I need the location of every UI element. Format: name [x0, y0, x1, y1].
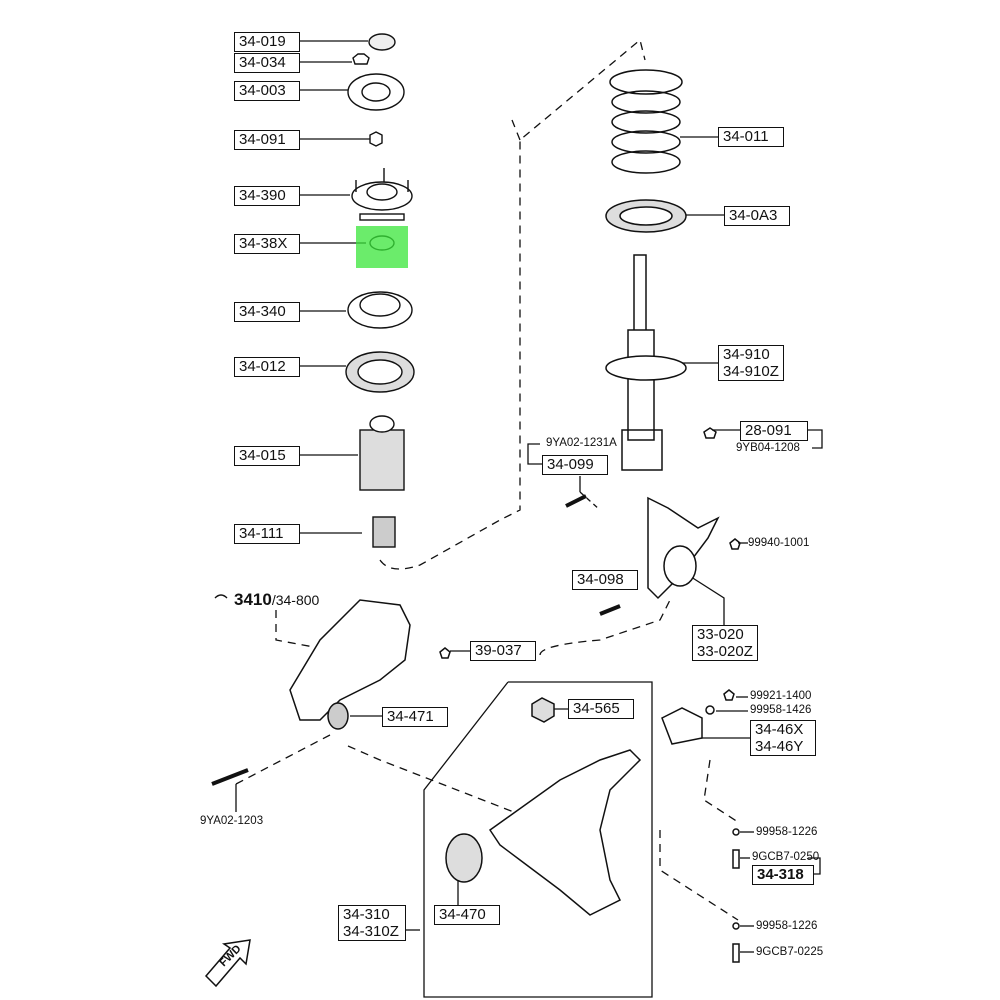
label-9GCB7-0225[interactable]: 9GCB7-0225	[756, 946, 824, 958]
label-3410: 3410	[234, 590, 272, 609]
label-34-910Z: 34-910Z	[723, 363, 779, 380]
label-34-470[interactable]: 34-470	[434, 905, 500, 925]
label-28-091[interactable]: 28-091	[740, 421, 808, 441]
label-34-390[interactable]: 34-390	[234, 186, 300, 206]
label-34-310-group[interactable]: 34-310 34-310Z	[338, 905, 406, 941]
label-34-012[interactable]: 34-012	[234, 357, 300, 377]
label-34-318[interactable]: 34-318	[752, 865, 814, 885]
label-99958-1226-b[interactable]: 99958-1226	[756, 920, 818, 932]
label-34-800: /34-800	[271, 592, 320, 608]
label-34-46Y: 34-46Y	[755, 738, 804, 755]
label-3410-34-800[interactable]: 3410/34-800	[234, 590, 319, 610]
label-34-098[interactable]: 34-098	[572, 570, 638, 590]
label-34-015[interactable]: 34-015	[234, 446, 300, 466]
label-9YB04-1208[interactable]: 9YB04-1208	[736, 442, 800, 454]
label-34-565[interactable]: 34-565	[568, 699, 634, 719]
label-33-020Z: 33-020Z	[697, 643, 753, 660]
label-34-034[interactable]: 34-034	[234, 53, 300, 73]
label-39-037[interactable]: 39-037	[470, 641, 536, 661]
label-34-003[interactable]: 34-003	[234, 81, 300, 101]
label-33-020-group[interactable]: 33-020 33-020Z	[692, 625, 758, 661]
label-9YA02-1203[interactable]: 9YA02-1203	[200, 815, 264, 827]
label-99958-1226-a[interactable]: 99958-1226	[756, 826, 818, 838]
label-34-910: 34-910	[723, 346, 770, 363]
label-34-310Z: 34-310Z	[343, 923, 399, 940]
highlight-34-38X	[356, 226, 408, 268]
label-34-111[interactable]: 34-111	[234, 524, 300, 544]
label-99940-1001[interactable]: 99940-1001	[748, 537, 810, 549]
label-99958-1426[interactable]: 99958-1426	[750, 704, 812, 716]
label-34-46X-group[interactable]: 34-46X 34-46Y	[750, 720, 816, 756]
label-34-0A3[interactable]: 34-0A3	[724, 206, 790, 226]
label-33-020: 33-020	[697, 626, 744, 643]
label-34-019[interactable]: 34-019	[234, 32, 300, 52]
label-99921-1400[interactable]: 99921-1400	[750, 690, 812, 702]
label-9YA02-1231A[interactable]: 9YA02-1231A	[546, 437, 617, 449]
label-34-091[interactable]: 34-091	[234, 130, 300, 150]
label-34-310: 34-310	[343, 906, 390, 923]
label-9GCB7-0250[interactable]: 9GCB7-0250	[752, 851, 820, 863]
label-34-340[interactable]: 34-340	[234, 302, 300, 322]
label-34-46X: 34-46X	[755, 721, 804, 738]
label-34-099[interactable]: 34-099	[542, 455, 608, 475]
label-34-471[interactable]: 34-471	[382, 707, 448, 727]
label-34-910-group[interactable]: 34-910 34-910Z	[718, 345, 784, 381]
label-34-38X[interactable]: 34-38X	[234, 234, 300, 254]
label-34-011[interactable]: 34-011	[718, 127, 784, 147]
